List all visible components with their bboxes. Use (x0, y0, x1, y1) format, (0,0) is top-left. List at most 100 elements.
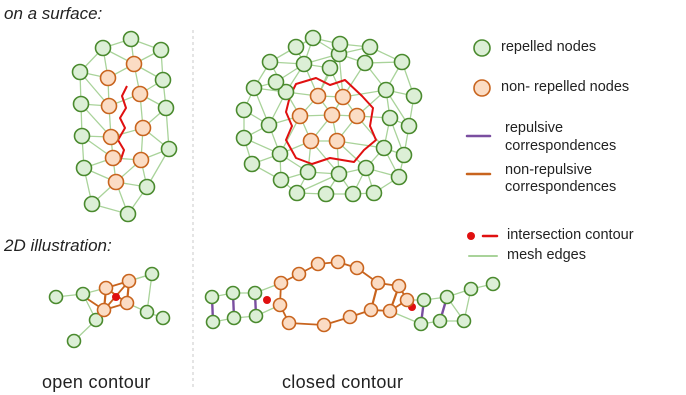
non-repelled-node (382, 303, 398, 319)
repelled-node (267, 73, 285, 91)
repelled-node (235, 129, 253, 147)
repelled-node (75, 286, 91, 302)
repelled-node (413, 316, 429, 332)
non-repelled-node (349, 260, 365, 276)
non-repelled-node (102, 128, 120, 146)
surface-heading: on a surface: (4, 4, 103, 23)
repelled-node (119, 205, 137, 223)
repelled-node (138, 178, 156, 196)
non-repelled-node (119, 295, 135, 311)
repelled-node (152, 41, 170, 59)
non-repelled-node (134, 119, 152, 137)
repelled-node (405, 87, 423, 105)
repelled-node (304, 29, 322, 47)
surface-2-intersection-contour (285, 77, 377, 165)
repelled-node (154, 71, 172, 89)
repelled-node (432, 313, 448, 329)
non-repelled-node (98, 280, 114, 296)
surface-1-intersection-contour (117, 85, 128, 163)
legend-non-repulsive-label-2: correspondences (505, 179, 617, 195)
open-contour-caption: open contour (42, 372, 151, 392)
repelled-node (88, 312, 104, 328)
repelled-node (73, 127, 91, 145)
non-repelled-node (291, 266, 307, 282)
repelled-node (456, 313, 472, 329)
non-repelled-node (132, 151, 150, 169)
repelled-node (205, 314, 221, 330)
repelled-node (75, 159, 93, 177)
non-repelled-node (281, 315, 297, 331)
repelled-node (272, 171, 290, 189)
non-repelled-node (291, 107, 309, 125)
repelled-node (365, 184, 383, 202)
repelled-node (83, 195, 101, 213)
repelled-node (463, 281, 479, 297)
legend-non-repulsive-label-1: non-repulsive (505, 162, 593, 178)
repelled-node (245, 79, 263, 97)
non-repelled-node (323, 106, 341, 124)
legend-mesh-edges-label: mesh edges (507, 247, 586, 263)
non-repelled-node (125, 55, 143, 73)
repelled-node (243, 155, 261, 173)
repelled-node (288, 184, 306, 202)
closed-contour-caption: closed contour (282, 372, 404, 392)
illustration-2d-heading: 2D illustration: (4, 236, 112, 255)
repelled-node (277, 83, 295, 101)
non-repelled-node (334, 88, 352, 106)
non-repelled-node (309, 87, 327, 105)
repelled-node (271, 145, 289, 163)
legend-non-repelled-node-symbol (473, 79, 491, 97)
repelled-node (299, 163, 317, 181)
repelled-node (72, 95, 90, 113)
non-repelled-node (107, 173, 125, 191)
legend-repulsive-label-2: correspondences (505, 138, 617, 154)
repelled-node (48, 289, 64, 305)
non-repelled-node (328, 132, 346, 150)
repelled-node (439, 289, 455, 305)
non-repelled-node (121, 273, 137, 289)
intersection-point (263, 296, 271, 304)
repelled-node (225, 285, 241, 301)
repelled-node (144, 266, 160, 282)
repelled-node (321, 59, 339, 77)
non-repelled-node (96, 302, 112, 318)
repelled-node (94, 39, 112, 57)
repelled-node (287, 38, 305, 56)
repelled-node (357, 159, 375, 177)
repelled-node (122, 30, 140, 48)
repelled-node (393, 53, 411, 71)
non-repelled-node (342, 309, 358, 325)
non-repelled-node (330, 254, 346, 270)
legend-repelled-label: repelled nodes (501, 39, 597, 55)
non-repelled-node (363, 302, 379, 318)
repelled-node (400, 117, 418, 135)
non-repelled-node (370, 275, 386, 291)
repelled-node (160, 140, 178, 158)
repelled-node (330, 165, 348, 183)
non-repelled-node (316, 317, 332, 333)
repelled-node (139, 304, 155, 320)
repelled-node (155, 310, 171, 326)
repelled-node (375, 139, 393, 157)
non-repelled-node (273, 275, 289, 291)
repelled-node (331, 35, 349, 53)
repelled-node (416, 292, 432, 308)
repelled-node (344, 185, 362, 203)
repelled-node (395, 146, 413, 164)
non-repelled-node (99, 69, 117, 87)
non-repelled-node (391, 278, 407, 294)
non-repelled-node (348, 107, 366, 125)
repelled-node (204, 289, 220, 305)
intersection-point (112, 293, 120, 301)
repelled-node (485, 276, 501, 292)
repelled-node (66, 333, 82, 349)
legend-non-repelled-label: non- repelled nodes (501, 79, 630, 95)
repelled-node (377, 81, 395, 99)
legend-intersection-label: intersection contour (507, 227, 634, 243)
non-repelled-node (272, 297, 288, 313)
non-repelled-node (399, 292, 415, 308)
repelled-node (381, 109, 399, 127)
legend-repulsive-label-1: repulsive (505, 120, 564, 136)
repelled-node (235, 101, 253, 119)
legend-repelled-node-symbol (473, 39, 491, 57)
